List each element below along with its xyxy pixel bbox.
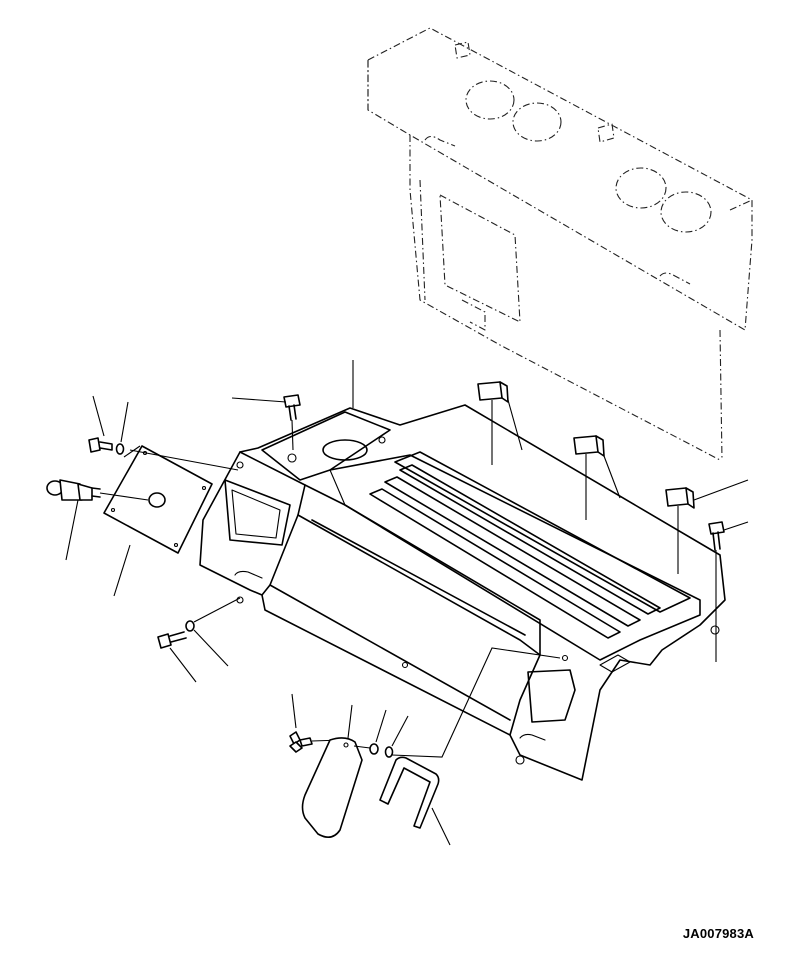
cover-plate (103, 445, 239, 597)
bolt-top-center (231, 360, 354, 451)
u-bolt (379, 756, 451, 846)
bolt-lower-left (157, 631, 197, 683)
wing-nut (289, 693, 343, 753)
clip-2 (573, 435, 621, 520)
drawing-part-code: JA007983A (682, 926, 754, 941)
clip-3 (665, 479, 749, 574)
inspection-cover (301, 704, 363, 838)
nut-small (353, 709, 387, 755)
bolt-left (88, 395, 113, 453)
bolt-top-right (708, 521, 749, 662)
rear-cover-tray (199, 404, 726, 781)
cab-rear-structure-phantom (367, 27, 753, 461)
washer-left (115, 401, 129, 455)
washer-small (384, 647, 561, 758)
switch-component (46, 479, 149, 561)
washer-lower-left (185, 597, 241, 667)
clip-1 (477, 381, 523, 465)
